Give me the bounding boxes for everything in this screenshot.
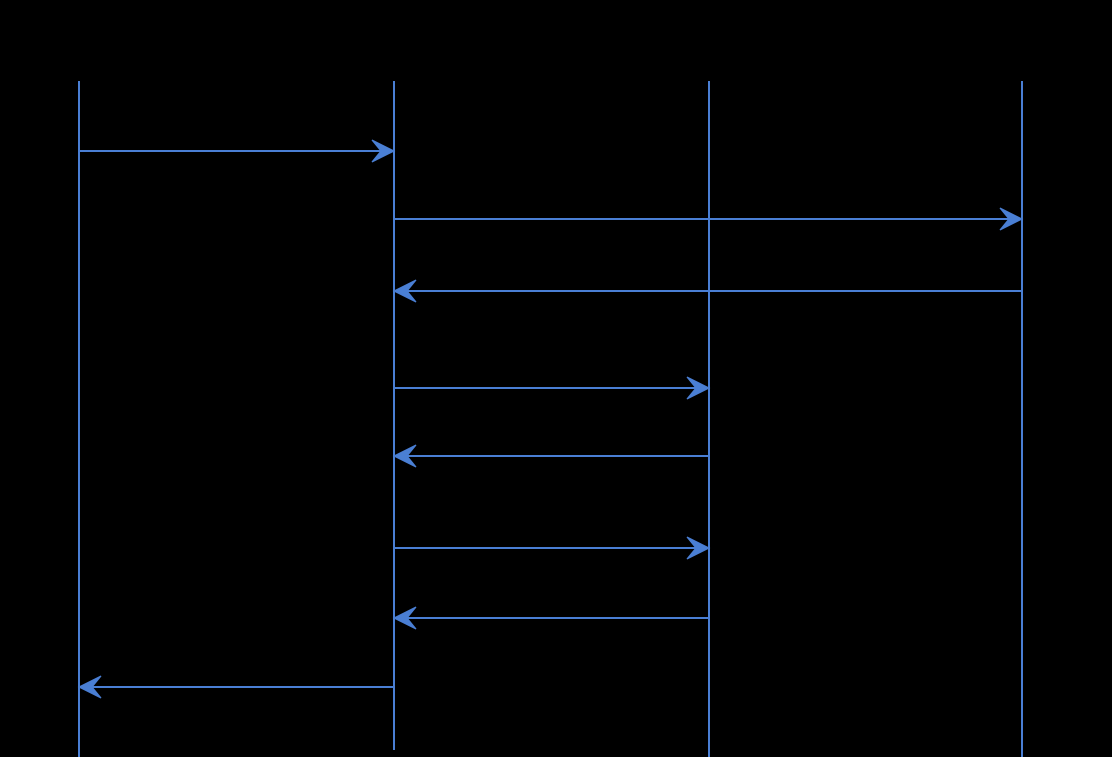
arrowhead-left xyxy=(77,675,102,699)
message-6[interactable] xyxy=(394,536,711,560)
arrowhead-right xyxy=(371,139,396,163)
arrowhead-left xyxy=(392,444,417,468)
message-5[interactable] xyxy=(392,444,709,468)
lifelines-group xyxy=(78,81,1023,757)
message-4[interactable] xyxy=(394,376,711,400)
message-7[interactable] xyxy=(392,606,709,630)
messages-group xyxy=(77,139,1024,699)
message-3[interactable] xyxy=(392,279,1022,303)
arrowhead-left xyxy=(392,606,417,630)
arrowhead-left xyxy=(392,279,417,303)
arrowhead-right xyxy=(999,207,1024,231)
message-1[interactable] xyxy=(79,139,396,163)
arrowhead-right xyxy=(686,536,711,560)
message-2[interactable] xyxy=(394,207,1024,231)
message-8[interactable] xyxy=(77,675,394,699)
arrowhead-right xyxy=(686,376,711,400)
